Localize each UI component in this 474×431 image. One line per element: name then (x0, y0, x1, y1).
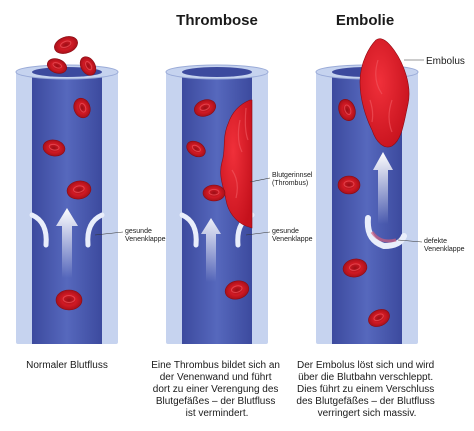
blood-cells (42, 36, 390, 327)
vein-opening-inner (182, 67, 252, 77)
valve-pointer (94, 231, 124, 236)
flow-arrow-icon (201, 218, 221, 282)
red-blood-cell-icon (202, 184, 226, 202)
vein-valve-left (29, 212, 49, 248)
thrombus-texture (231, 107, 249, 199)
red-blood-cell-icon (338, 99, 356, 121)
red-blood-cell-icon (42, 139, 66, 157)
caption-normal: Normaler Blutfluss (26, 360, 108, 371)
embolus-texture (369, 59, 393, 133)
red-blood-cell-icon (342, 258, 368, 278)
clot-pointer (249, 177, 271, 183)
vein-valve-left (179, 212, 199, 248)
flow-arrow-icon (373, 152, 393, 224)
title-embolism: Embolie (336, 12, 394, 29)
clot-label: Blutgerinnsel(Thrombus) (272, 172, 313, 187)
flow-arrow-icon (56, 208, 78, 278)
red-blood-cell-icon (368, 309, 390, 327)
red-blood-cell-icon (194, 99, 216, 117)
caption-thrombosis: Eine Thrombus bildet sich an der Venenwa… (151, 360, 283, 419)
defective-valve-damage (370, 231, 397, 243)
red-blood-cell-icon (73, 97, 91, 119)
panel-thrombosis: Thrombose Blutgerinnsel(Thrombus) gesund… (151, 12, 313, 419)
red-blood-cell-icon (54, 36, 78, 54)
red-blood-cell-icon (224, 280, 250, 300)
valve-pointer (245, 231, 271, 236)
red-blood-cell-icon (55, 289, 83, 311)
red-blood-cell-icon (66, 180, 92, 200)
defective-valve-icon (364, 215, 407, 250)
red-blood-cell-icon (337, 175, 361, 195)
vein-valve-right (85, 212, 105, 248)
valve-pointer (397, 239, 423, 243)
thrombus-clot-icon (220, 99, 253, 229)
embolus-label: Embolus (426, 56, 465, 67)
title-thrombosis: Thrombose (176, 12, 258, 29)
red-blood-cell-icon (186, 140, 206, 158)
caption-embolism: Der Embolus löst sich und wird über die … (296, 360, 437, 419)
red-blood-cell-icon (79, 56, 97, 76)
red-blood-cell-icon (47, 58, 67, 74)
